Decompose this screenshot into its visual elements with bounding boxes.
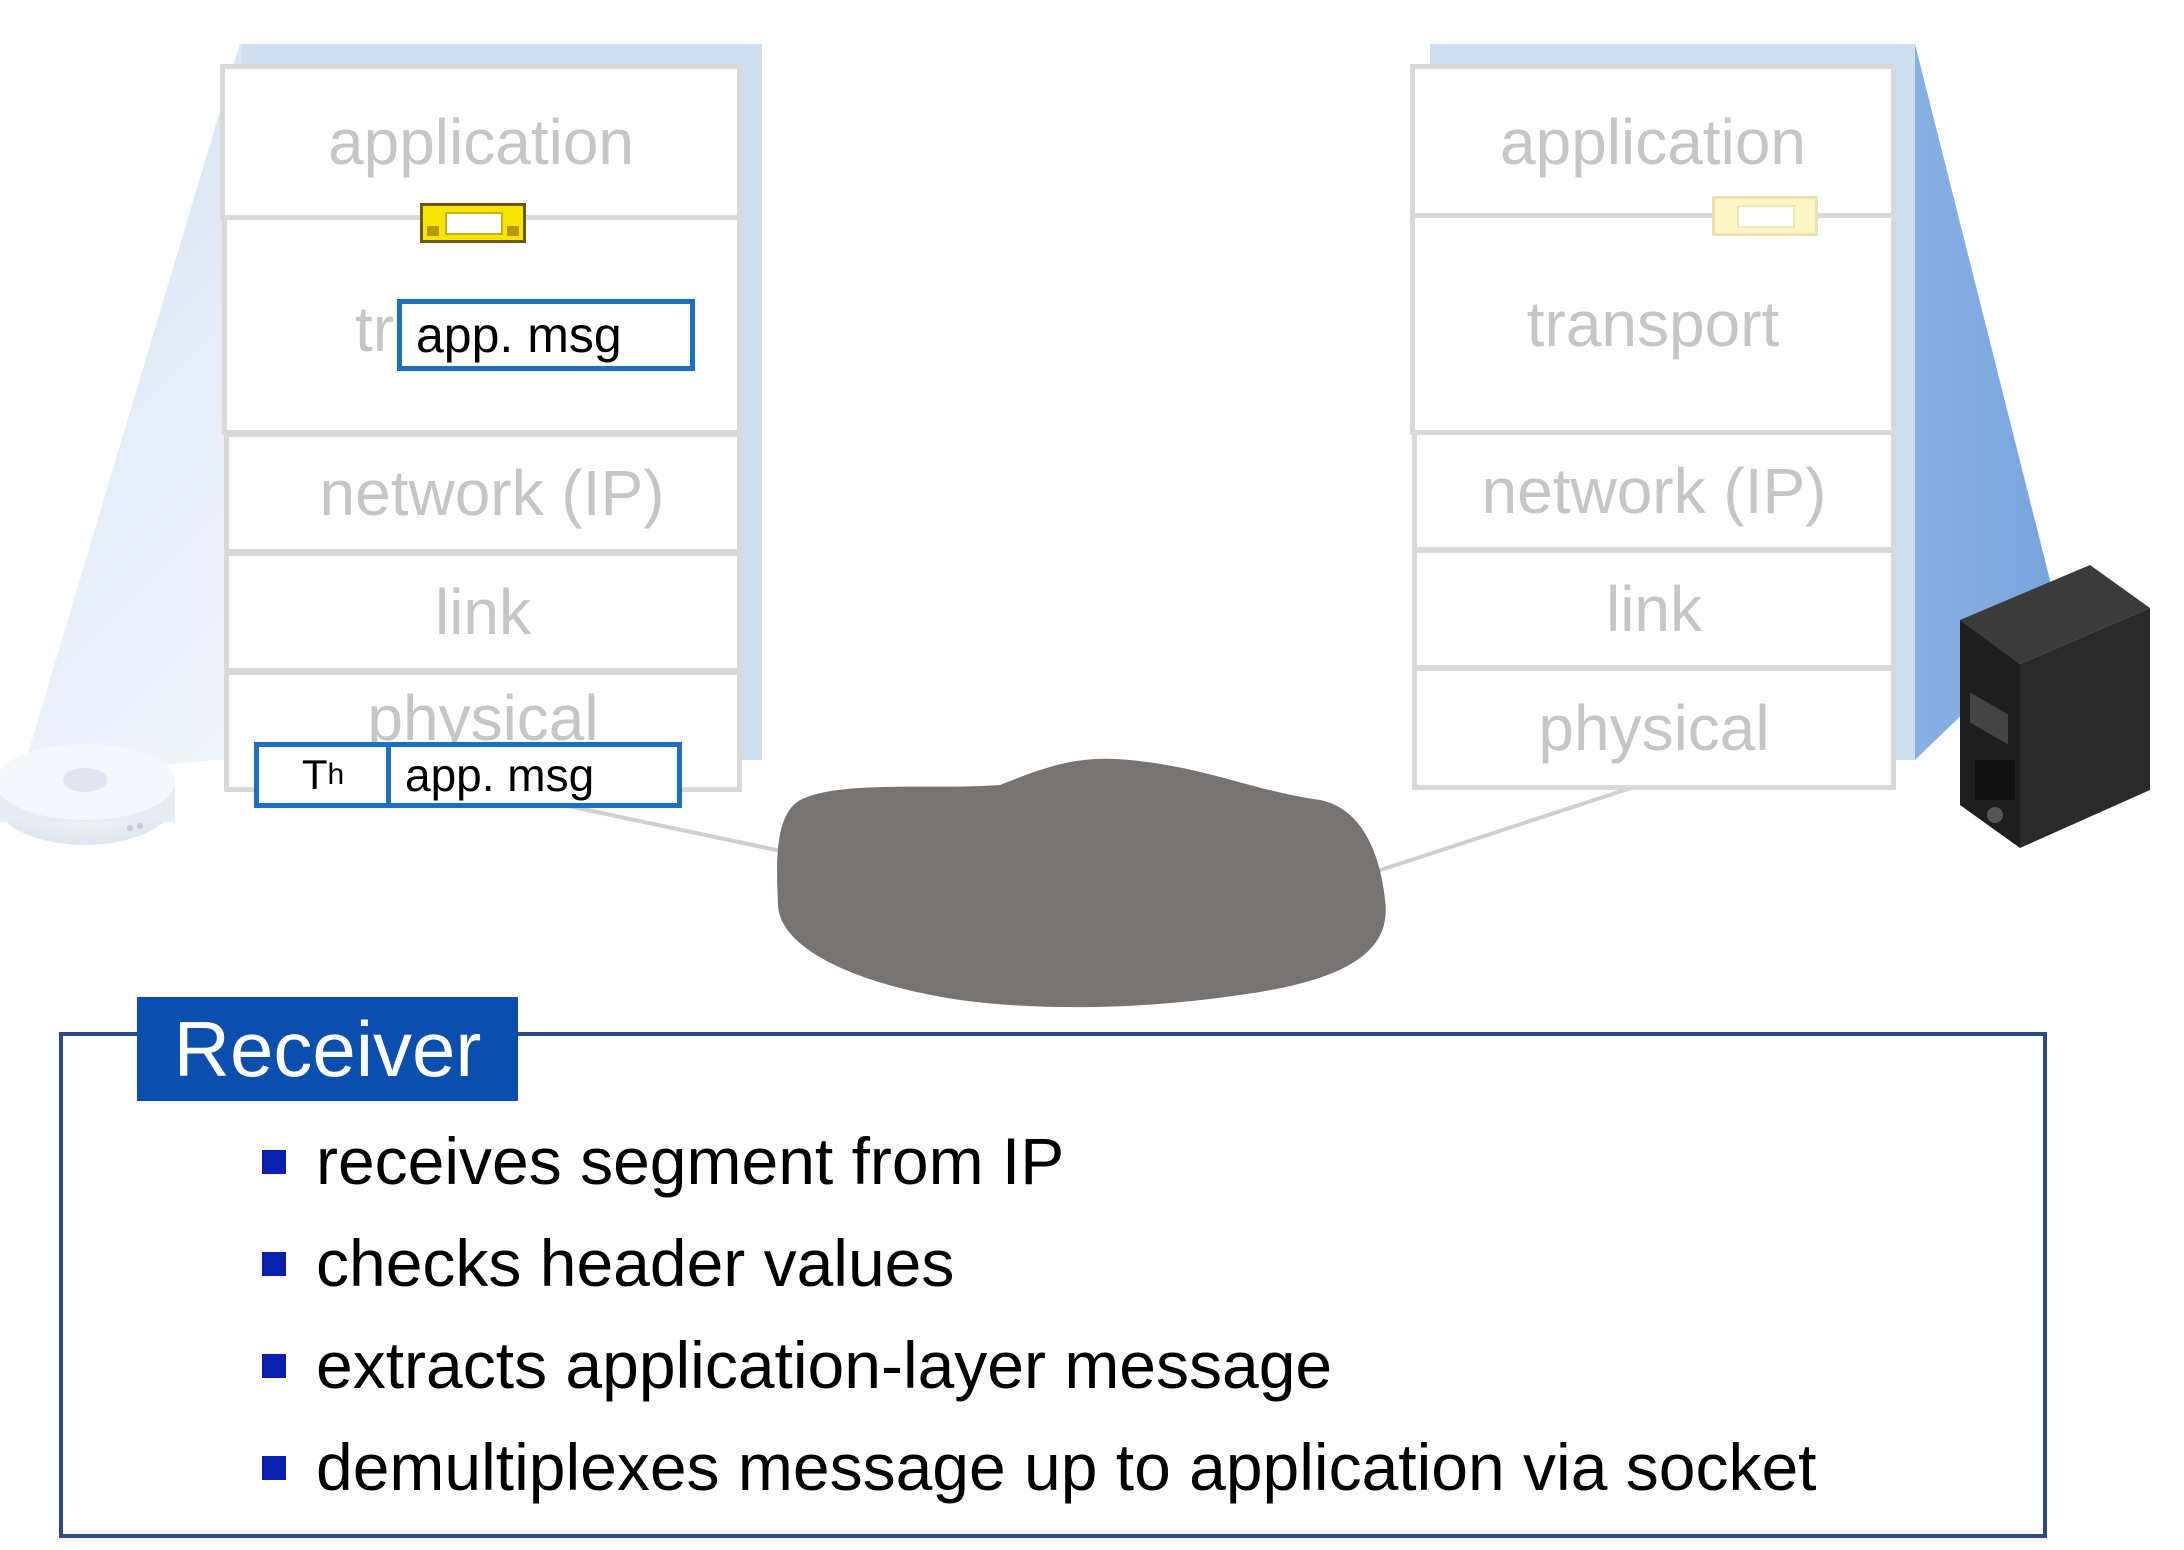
receiver-bullet: demultiplexes message up to application … xyxy=(262,1416,1817,1518)
right-layer-physical-label: physical xyxy=(1538,692,1770,764)
bullet-square-icon xyxy=(262,1150,286,1174)
receiver-title-label: Receiver xyxy=(173,1004,482,1093)
receiver-bullet: receives segment from IP xyxy=(262,1110,1817,1212)
right-layer-transport-label: transport xyxy=(1526,288,1780,360)
left-layer-link-label: link xyxy=(434,576,532,648)
right-layer-link-label: link xyxy=(1605,573,1703,645)
router-icon xyxy=(0,744,175,845)
segment-payload: app. msg xyxy=(386,742,682,808)
left-layer-network: network (IP) xyxy=(224,432,742,554)
receiver-bullet-text: demultiplexes message up to application … xyxy=(316,1430,1817,1504)
receiver-bullet-text: extracts application-layer message xyxy=(316,1328,1333,1402)
right-layer-application-label: application xyxy=(1500,106,1806,178)
server-icon xyxy=(1960,565,2150,848)
receiver-title: Receiver xyxy=(137,997,518,1101)
network-cloud-icon xyxy=(777,758,1386,1008)
left-layer-transport-label: tr xyxy=(355,293,395,365)
receiver-bullet-text: receives segment from IP xyxy=(316,1124,1065,1198)
right-layer-physical: physical xyxy=(1412,666,1896,790)
segment-header-subscript: h xyxy=(327,758,345,791)
right-layer-application: application xyxy=(1410,64,1896,220)
segment-header-label: T xyxy=(301,751,328,798)
right-layer-link: link xyxy=(1412,548,1896,670)
bullet-square-icon xyxy=(262,1456,286,1480)
right-layer-transport: transport xyxy=(1410,213,1896,435)
receiver-bullet-list: receives segment from IP checks header v… xyxy=(262,1110,1817,1518)
receiver-bullet-text: checks header values xyxy=(316,1226,955,1300)
left-link-line xyxy=(539,798,801,857)
left-layer-application: application xyxy=(220,64,742,220)
left-socket-icon xyxy=(420,203,526,243)
right-socket-icon xyxy=(1712,196,1818,236)
right-layer-network-label: network (IP) xyxy=(1481,455,1827,527)
segment-payload-label: app. msg xyxy=(405,749,595,801)
receiver-bullet: extracts application-layer message xyxy=(262,1314,1817,1416)
left-layer-application-label: application xyxy=(328,106,634,178)
bullet-square-icon xyxy=(262,1252,286,1276)
transport-app-msg-label: app. msg xyxy=(416,307,622,363)
transport-app-msg: app. msg xyxy=(397,299,695,371)
right-layer-network: network (IP) xyxy=(1412,430,1896,552)
receiver-panel xyxy=(59,1032,2047,1538)
left-layer-link: link xyxy=(224,551,742,673)
right-link-line xyxy=(1349,783,1641,882)
bullet-square-icon xyxy=(262,1354,286,1378)
left-layer-network-label: network (IP) xyxy=(319,457,665,529)
receiver-bullet: checks header values xyxy=(262,1212,1817,1314)
